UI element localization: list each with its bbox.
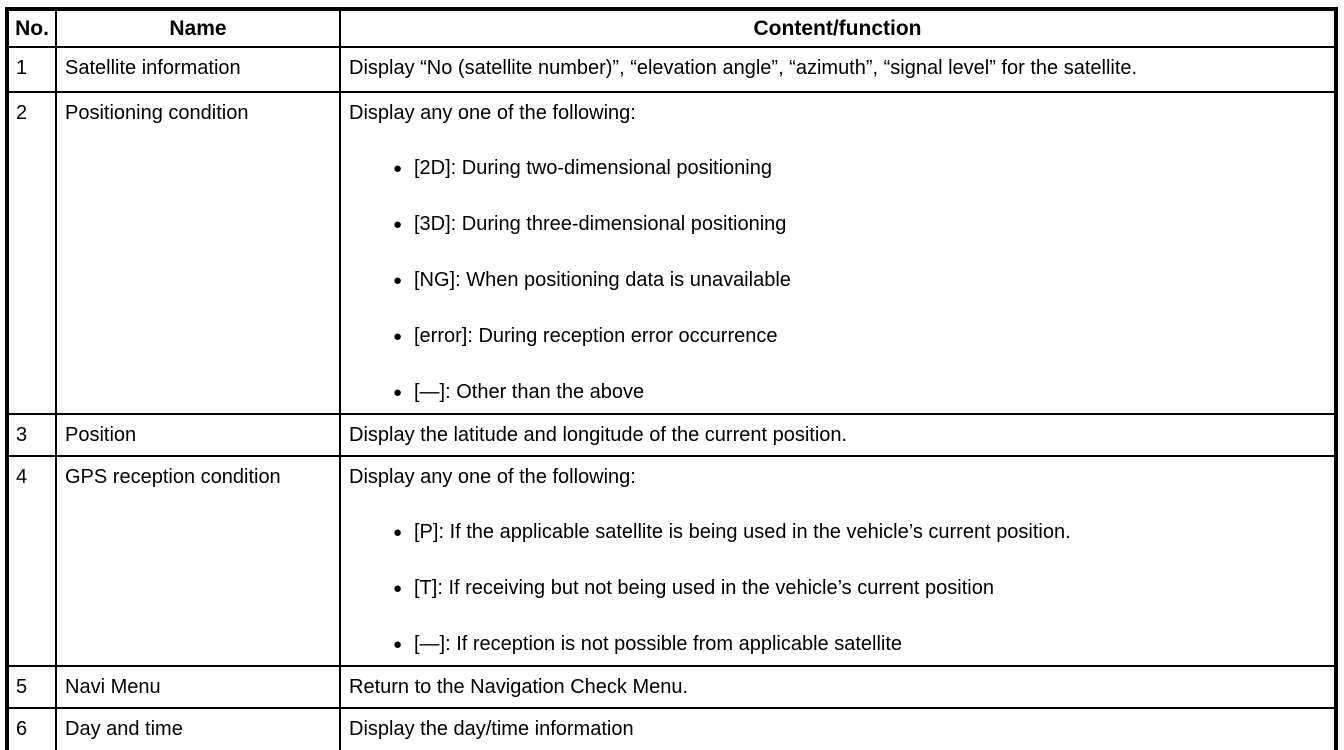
row-number: 2 [16, 102, 28, 124]
row-name: Satellite information [65, 57, 241, 79]
bullet-text: [P]: If the applicable satellite is bein… [414, 521, 1071, 543]
bullet-text: [3D]: During three-dimensional positioni… [414, 213, 787, 235]
gps-info-spec-table: No. Name Content/function 1 Satellite in… [5, 7, 1338, 750]
bullet-item: ● [2D]: During two-dimensional positionin… [349, 156, 1328, 181]
row-number: 5 [16, 676, 28, 698]
row-number-cell: 4 [6, 455, 57, 667]
bullet-item: ● [P]: If the applicable satellite is bei… [349, 520, 1328, 545]
bullet-item: ● [T]: If receiving but not being used in… [349, 576, 1328, 601]
bullet-item: ● [3D]: During three-dimensional position… [349, 212, 1328, 237]
bullet-icon: ● [393, 384, 403, 401]
bullet-icon: ● [393, 272, 403, 289]
bullet-item: ● [—]: Other than the above [349, 380, 1328, 405]
bullet-text: [NG]: When positioning data is unavailab… [414, 269, 791, 291]
row-number: 6 [16, 718, 28, 740]
table-row: 4 GPS reception condition Display any on… [6, 455, 1337, 667]
row-name: Positioning condition [65, 102, 249, 124]
row-number-cell: 5 [6, 665, 57, 709]
bullet-item: ● [NG]: When positioning data is unavaila… [349, 268, 1328, 293]
row-name-cell: Position [55, 413, 341, 457]
row-number-cell: 1 [6, 46, 57, 93]
row-content-cell: Display “No (satellite number)”, “elevat… [339, 46, 1337, 93]
row-number-cell: 3 [6, 413, 57, 457]
content-intro-text: Display any one of the following: [349, 466, 636, 488]
row-number-cell: 6 [6, 707, 57, 750]
column-header-no: No. [6, 8, 57, 48]
row-name-cell: Positioning condition [55, 91, 341, 415]
row-content-cell: Return to the Navigation Check Menu. [339, 665, 1337, 709]
row-name: GPS reception condition [65, 466, 281, 488]
row-name-cell: Navi Menu [55, 665, 341, 709]
header-row: No. Name Content/function [6, 8, 1337, 48]
content-intro-text: Display any one of the following: [349, 102, 636, 124]
bullet-text: [—]: Other than the above [414, 381, 645, 403]
row-name: Navi Menu [65, 676, 161, 698]
content-intro-text: Return to the Navigation Check Menu. [349, 676, 689, 698]
table-row: 3 Position Display the latitude and long… [6, 413, 1337, 457]
bullet-item: ● [error]: During reception error occurre… [349, 324, 1328, 349]
table-row: 1 Satellite information Display “No (sat… [6, 46, 1337, 93]
row-content-cell: Display the day/time information [339, 707, 1337, 750]
bullet-text: [—]: If reception is not possible from a… [414, 633, 903, 655]
row-number: 4 [16, 466, 28, 488]
row-content-cell: Display any one of the following: ● [P]: … [339, 455, 1337, 667]
bullet-icon: ● [393, 524, 403, 541]
bullet-item: ● [—]: If reception is not possible from … [349, 632, 1328, 657]
table-row: 6 Day and time Display the day/time info… [6, 707, 1337, 750]
bullet-icon: ● [393, 216, 403, 233]
row-content-cell: Display the latitude and longitude of th… [339, 413, 1337, 457]
row-name: Day and time [65, 718, 183, 740]
row-name-cell: Day and time [55, 707, 341, 750]
bullet-icon: ● [393, 580, 403, 597]
row-content-cell: Display any one of the following: ● [2D]:… [339, 91, 1337, 415]
column-header-name: Name [55, 8, 341, 48]
table-row: 5 Navi Menu Return to the Navigation Che… [6, 665, 1337, 709]
row-name-cell: GPS reception condition [55, 455, 341, 667]
bullet-icon: ● [393, 328, 403, 345]
column-header-content-function: Content/function [339, 8, 1337, 48]
row-number: 1 [16, 57, 28, 79]
bullet-text: [2D]: During two-dimensional positioning [414, 157, 772, 179]
bullet-text: [T]: If receiving but not being used in … [414, 577, 994, 599]
bullet-icon: ● [393, 160, 403, 177]
row-name-cell: Satellite information [55, 46, 341, 93]
row-name: Position [65, 424, 137, 446]
table-row: 2 Positioning condition Display any one … [6, 91, 1337, 415]
content-intro-text: Display the day/time information [349, 718, 634, 740]
content-intro-text: Display the latitude and longitude of th… [349, 424, 848, 446]
row-number-cell: 2 [6, 91, 57, 415]
bullet-text: [error]: During reception error occurren… [414, 325, 778, 347]
content-intro-text: Display “No (satellite number)”, “elevat… [349, 57, 1138, 79]
bullet-icon: ● [393, 636, 403, 653]
row-number: 3 [16, 424, 28, 446]
